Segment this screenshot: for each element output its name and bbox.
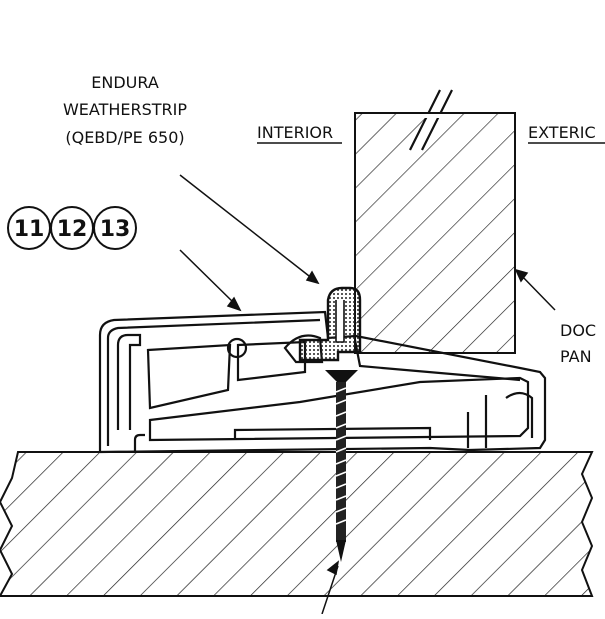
callout-number-12: 12 [57, 217, 88, 242]
callout-number-13: 13 [100, 217, 131, 242]
floor-substrate [0, 451, 594, 597]
interior-label: INTERIOR [257, 123, 333, 142]
door-panel-label-line1: DOC [560, 321, 596, 340]
weatherstrip-label-line3: (QEBD/PE 650) [65, 128, 184, 147]
screw [325, 370, 358, 562]
weatherstrip-leader [179, 174, 319, 284]
door-panel-leader [517, 271, 556, 311]
callout-circle-11: 11 [7, 206, 51, 250]
callout-leader-arrow [226, 296, 242, 312]
callout-circle-12: 12 [50, 206, 94, 250]
weatherstrip-label: ENDURA WEATHERSTRIP (QEBD/PE 650) [63, 73, 187, 147]
screw-leader-arrow [326, 560, 340, 576]
door-panel-leader-arrow [514, 268, 529, 283]
weatherstrip-label-line2: WEATHERSTRIP [63, 100, 187, 119]
door-panel [354, 89, 516, 354]
weatherstrip-label-line1: ENDURA [91, 73, 159, 92]
weatherstrip-leader-arrow [305, 270, 320, 285]
exterior-label: EXTERIC [528, 123, 596, 142]
leader-lines [179, 174, 556, 615]
door-panel-label-line2: PAN [560, 347, 592, 366]
callout-leader [179, 249, 237, 306]
callout-group: 11 12 13 [7, 206, 137, 250]
callout-circle-13: 13 [93, 206, 137, 250]
callout-number-11: 11 [14, 217, 45, 242]
threshold-profile [98, 310, 547, 454]
weatherstrip [298, 286, 362, 362]
